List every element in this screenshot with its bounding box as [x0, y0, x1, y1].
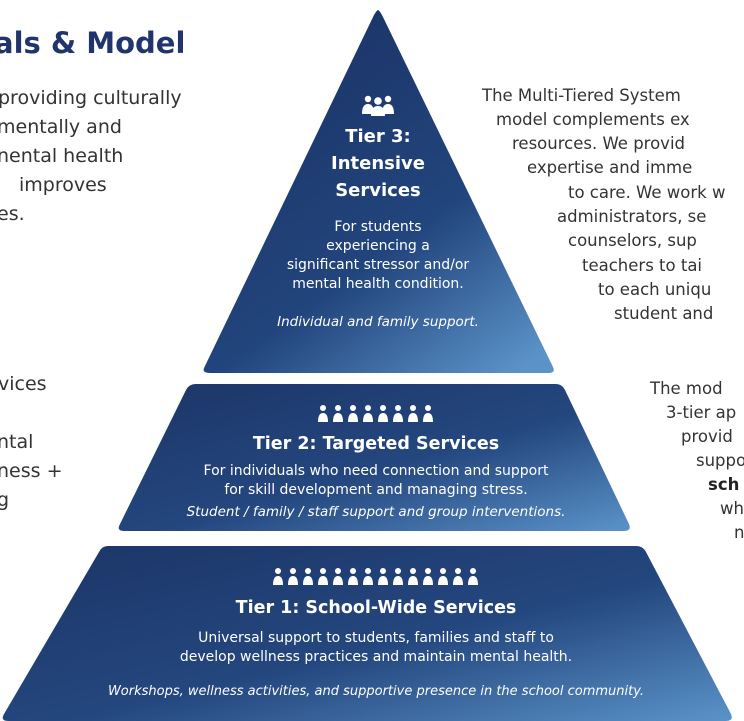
- section-heading: als & Model: [0, 26, 186, 60]
- tier1-title: Tier 1: School-Wide Services: [235, 598, 517, 618]
- tier1-description-line: develop wellness practices and maintain …: [179, 649, 573, 665]
- people-group-icon: [271, 566, 481, 586]
- right-line: provid: [681, 427, 733, 446]
- tier2-description: For individuals who need connection and …: [156, 462, 596, 500]
- right-line: model complements ex: [496, 110, 690, 129]
- right-line: teachers to tai: [582, 256, 703, 275]
- left-line: improves: [19, 174, 107, 196]
- right-line: n: [734, 523, 744, 542]
- right-line: 3-tier ap: [666, 403, 737, 422]
- left-line: nental health: [0, 145, 124, 167]
- tier3-shape: [203, 10, 554, 373]
- tier1-description: Universal support to students, families …: [106, 629, 646, 667]
- tier3-description-line: experiencing a: [326, 238, 430, 254]
- right-line: suppo: [696, 451, 744, 470]
- people-group-icon: [360, 94, 396, 116]
- left-line: vices: [0, 373, 47, 395]
- left-line: es.: [0, 203, 25, 225]
- right-line: administrators, se: [557, 207, 707, 226]
- tier3-title-line: Tier 3:: [345, 126, 411, 147]
- right-line: The Multi-Tiered System: [482, 86, 681, 105]
- people-group-icon: [316, 403, 436, 423]
- tier1-shape: [2, 546, 732, 721]
- tier2-description-line: For individuals who need connection and …: [203, 463, 549, 479]
- tier1-people: [273, 568, 478, 585]
- tier3-example: Individual and family support.: [277, 314, 479, 330]
- tier2-example: Student / family / staff support and gro…: [186, 504, 566, 520]
- right-line: counselors, sup: [568, 231, 697, 250]
- tier2-people: [318, 405, 433, 422]
- left-line: mentally and: [0, 116, 122, 138]
- tier1-description-line: Universal support to students, families …: [198, 630, 554, 646]
- tier3-title: Tier 3: Intensive Services: [278, 123, 478, 204]
- tier2-title: Tier 2: Targeted Services: [252, 434, 500, 454]
- right-line: The mod: [650, 379, 723, 398]
- tier3-description-line: For students: [334, 219, 422, 235]
- right-line: to each uniqu: [598, 280, 712, 299]
- right-line: to care. We work w: [568, 183, 726, 202]
- left-line: ntal: [0, 431, 34, 453]
- tier1-example: Workshops, wellness activities, and supp…: [107, 684, 645, 699]
- tier3-description-line: mental health condition.: [292, 276, 464, 292]
- left-line: ness +: [0, 460, 63, 482]
- tier3-title-line: Services: [335, 180, 421, 201]
- right-line: resources. We provid: [512, 134, 686, 153]
- right-line: student and: [614, 304, 714, 323]
- right-line: sch: [708, 475, 740, 494]
- tier2-description-line: for skill development and managing stres…: [224, 482, 528, 498]
- right-line: expertise and imme: [527, 158, 693, 177]
- left-line: providing culturally: [0, 87, 182, 109]
- tier3-title-line: Intensive: [331, 153, 425, 174]
- tier3-description: For students experiencing a significant …: [258, 218, 498, 294]
- right-line: wh: [720, 499, 744, 518]
- tier3-description-line: significant stressor and/or: [286, 257, 470, 273]
- tier2-shape: [118, 384, 630, 531]
- left-line: g: [0, 489, 10, 511]
